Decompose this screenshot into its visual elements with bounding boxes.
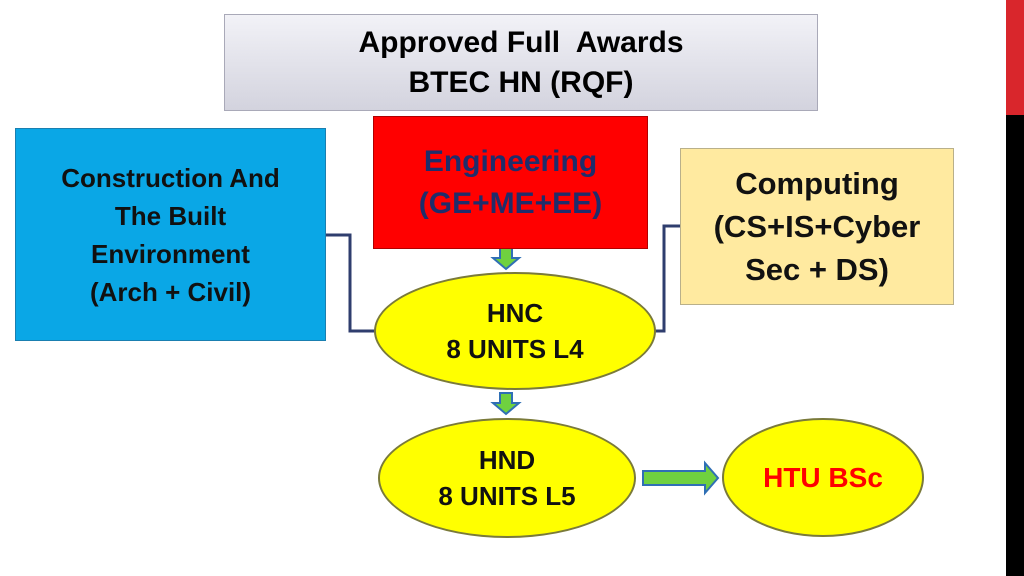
construction-line-1: Construction And <box>61 162 280 193</box>
htu-ellipse: HTU BSc <box>722 418 924 537</box>
engineering-box: Engineering (GE+ME+EE) <box>373 116 648 249</box>
hnd-ellipse: HND 8 UNITS L5 <box>378 418 636 538</box>
htu-label: HTU BSc <box>763 461 883 493</box>
construction-line-2: The Built <box>114 200 227 231</box>
hnc-line-2: 8 UNITS L4 <box>446 334 584 364</box>
construction-line-4: (Arch + Civil) <box>89 276 252 307</box>
right-edge-bar <box>1006 0 1024 576</box>
hnd-line-2: 8 UNITS L5 <box>438 481 576 511</box>
title-line-1: Approved Full Awards <box>358 25 684 59</box>
right-edge-accent <box>1006 0 1024 115</box>
computing-box: Computing (CS+IS+Cyber Sec + DS) <box>680 148 954 305</box>
computing-line-1: Computing <box>735 166 899 201</box>
computing-line-3: Sec + DS) <box>745 252 889 287</box>
construction-line-3: Environment <box>91 238 250 269</box>
arrow-hnc-to-hnd <box>490 392 522 416</box>
computing-line-2: (CS+IS+Cyber <box>713 209 921 244</box>
arrow-hnd-to-htu <box>642 460 720 496</box>
engineering-line-2: (GE+ME+EE) <box>418 187 603 220</box>
hnc-ellipse: HNC 8 UNITS L4 <box>374 272 656 390</box>
engineering-line-1: Engineering <box>423 145 598 178</box>
hnc-line-1: HNC <box>486 298 544 328</box>
connector-computing-hnc <box>652 224 680 333</box>
title-box: Approved Full Awards BTEC HN (RQF) <box>224 14 818 111</box>
connector-construction-hnc <box>326 233 378 333</box>
construction-box: Construction And The Built Environment (… <box>15 128 326 341</box>
hnd-line-1: HND <box>478 445 536 475</box>
arrow-engineering-to-hnc <box>490 247 522 271</box>
title-line-2: BTEC HN (RQF) <box>408 65 634 99</box>
